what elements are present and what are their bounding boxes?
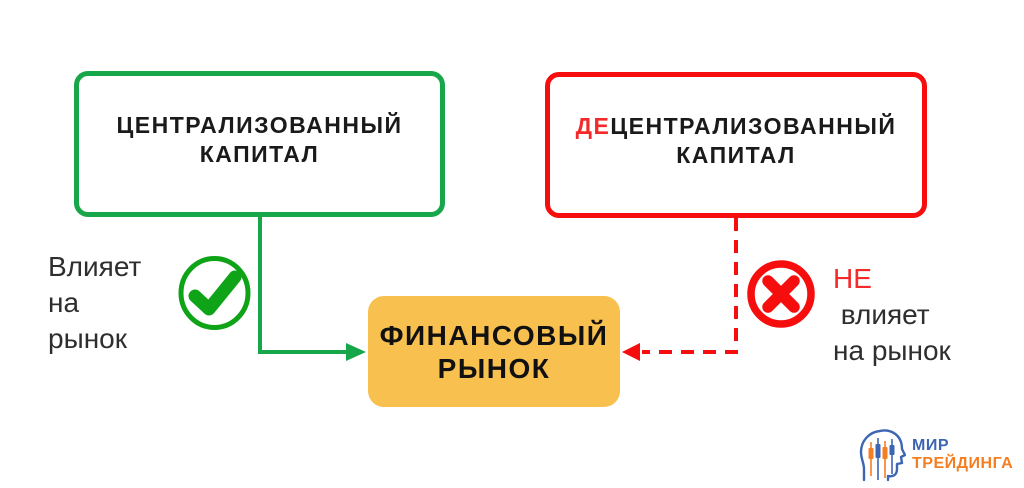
candle-body — [882, 447, 888, 459]
not-affects-market-label: НЕ влияет на рынок — [833, 261, 951, 369]
affects-market-label: Влияет на рынок — [48, 249, 141, 357]
logo-text: МИР ТРЕЙДИНГА — [912, 437, 1013, 473]
not-affects-line1: НЕ влияет — [833, 261, 951, 333]
red-dashed-arrow-line — [642, 218, 738, 354]
affects-line1: Влияет — [48, 251, 142, 282]
decentralized-title-line2: КАПИТАЛ — [676, 142, 796, 168]
candle-body — [875, 444, 881, 458]
not-affects-line1-rest: влияет — [833, 299, 930, 330]
candle-body — [868, 448, 874, 459]
cross-circle-icon — [747, 260, 815, 328]
cross-circle-ring — [747, 260, 815, 328]
decentralized-title-line1: ДЕЦЕНТРАЛИЗОВАННЫЙ — [576, 112, 897, 141]
red-arrowhead — [622, 343, 640, 361]
decentralized-title-rest: ЦЕНТРАЛИЗОВАННЫЙ — [610, 113, 897, 139]
financial-title-line1: ФИНАНСОВЫЙ — [379, 319, 609, 351]
head-outline — [859, 429, 906, 482]
centralized-title-line2: КАПИТАЛ — [199, 141, 320, 167]
not-affects-line2: на рынок — [833, 335, 951, 366]
not-affects-prefix: НЕ — [833, 263, 872, 294]
logo-line1: МИР — [912, 437, 949, 454]
decentralized-prefix: ДЕ — [575, 113, 611, 139]
candle-body — [889, 445, 895, 455]
cross-mark — [762, 275, 800, 313]
green-arrowhead — [346, 343, 366, 361]
check-mark — [188, 270, 242, 316]
mir-treidinga-logo: МИР ТРЕЙДИНГА — [858, 428, 1013, 482]
financial-market-box: ФИНАНСОВЫЙ РЫНОК — [368, 296, 620, 407]
centralized-capital-box: ЦЕНТРАЛИЗОВАННЫЙ КАПИТАЛ — [74, 71, 445, 217]
affects-line2: на — [48, 287, 80, 318]
head-candlestick-icon — [859, 429, 906, 482]
decentralized-capital-box: ДЕЦЕНТРАЛИЗОВАННЫЙ КАПИТАЛ — [545, 72, 927, 218]
financial-title-line2: РЫНОК — [437, 352, 551, 384]
centralized-title-line1: ЦЕНТРАЛИЗОВАННЫЙ — [116, 112, 403, 138]
check-circle-ring — [178, 256, 251, 330]
check-circle-icon — [178, 256, 251, 330]
logo-line2: ТРЕЙДИНГА — [912, 455, 1014, 472]
affects-line3: рынок — [48, 323, 127, 354]
green-arrow-line — [258, 217, 348, 354]
